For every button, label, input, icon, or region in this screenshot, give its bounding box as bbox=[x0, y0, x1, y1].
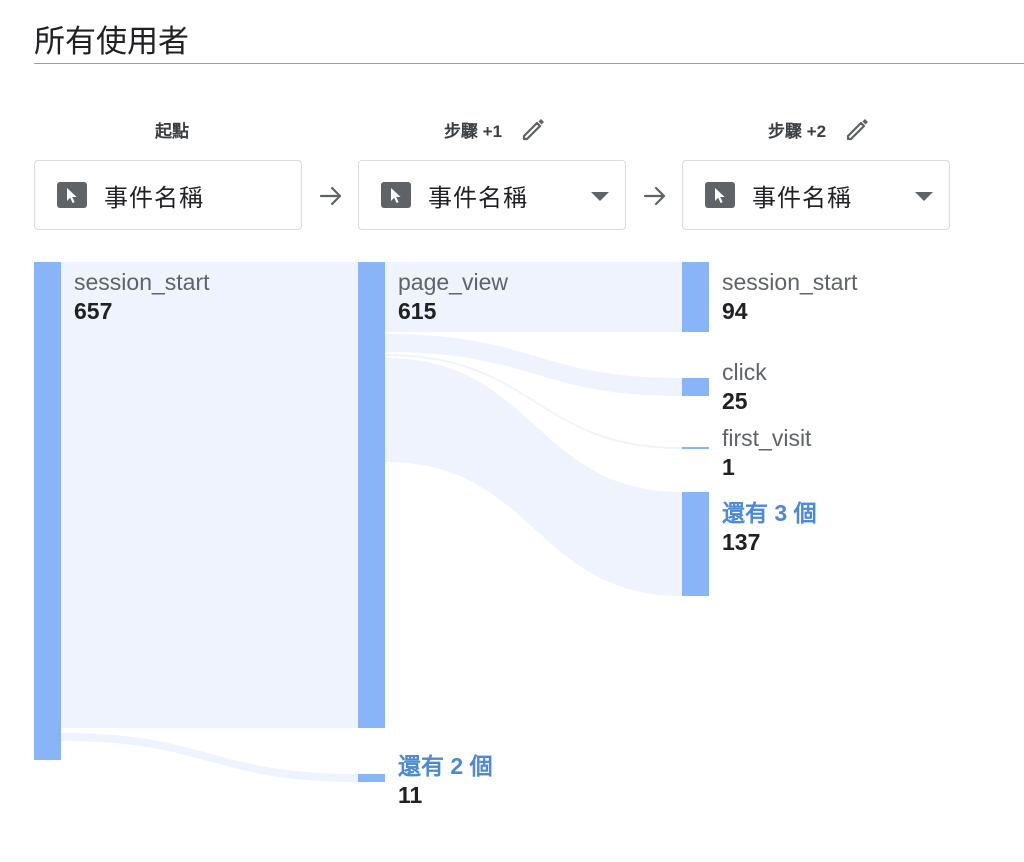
node-label-step2-more[interactable]: 還有 3 個 bbox=[722, 500, 817, 526]
title-divider bbox=[34, 63, 1024, 64]
flow-page-view-to-click[interactable] bbox=[385, 334, 682, 396]
node-label-start-session-start: session_start bbox=[74, 269, 210, 295]
page-title: 所有使用者 bbox=[34, 24, 189, 59]
node-label-step2-first-visit: first_visit bbox=[722, 425, 812, 451]
step-start-event-select[interactable]: 事件名稱 bbox=[34, 160, 302, 230]
arrow-right-icon bbox=[642, 184, 668, 208]
step-1-event-select[interactable]: 事件名稱 bbox=[358, 160, 626, 230]
arrow-right-icon bbox=[318, 184, 344, 208]
step-header-start: 起點 bbox=[34, 112, 310, 146]
flow-page-view-to-more[interactable] bbox=[385, 358, 682, 596]
pencil-icon[interactable] bbox=[520, 115, 548, 143]
pencil-icon[interactable] bbox=[844, 115, 872, 143]
flow-page-view-to-session-start[interactable] bbox=[385, 262, 682, 332]
node-value-step2-more: 137 bbox=[722, 529, 761, 555]
node-value-step1-more: 11 bbox=[398, 782, 423, 808]
node-bar-step2-first-visit[interactable] bbox=[682, 447, 709, 449]
node-value-step2-click: 25 bbox=[722, 388, 748, 414]
step-header-label: 步驟 +1 bbox=[443, 121, 503, 141]
cursor-pointer-icon bbox=[381, 182, 411, 208]
flow-page-view-to-first-visit[interactable] bbox=[385, 354, 682, 449]
caret-down-icon bbox=[915, 192, 933, 201]
node-bar-start-session-start[interactable] bbox=[34, 262, 61, 760]
flow-start-to-more[interactable] bbox=[61, 733, 358, 782]
node-label-step1-more[interactable]: 還有 2 個 bbox=[398, 753, 493, 779]
node-label-step2-session-start: session_start bbox=[722, 269, 858, 295]
node-value-step1-page-view: 615 bbox=[398, 298, 437, 324]
step-header-label: 步驟 +2 bbox=[767, 121, 827, 141]
node-bar-step1-page-view[interactable] bbox=[358, 262, 385, 728]
cursor-pointer-icon bbox=[57, 182, 87, 208]
dropdown-label: 事件名稱 bbox=[428, 184, 528, 212]
node-value-start-session-start: 657 bbox=[74, 298, 113, 324]
node-bar-step2-session-start[interactable] bbox=[682, 262, 709, 332]
step-header-2: 步驟 +2 bbox=[682, 112, 958, 146]
node-label-step1-page-view: page_view bbox=[398, 269, 508, 295]
cursor-pointer-icon bbox=[705, 182, 735, 208]
node-bar-step2-click[interactable] bbox=[682, 378, 709, 396]
flow-start-to-page-view[interactable] bbox=[61, 262, 358, 728]
step-header-1: 步驟 +1 bbox=[358, 112, 634, 146]
dropdown-label: 事件名稱 bbox=[104, 184, 204, 212]
caret-down-icon bbox=[591, 192, 609, 201]
node-bar-step2-more[interactable] bbox=[682, 492, 709, 596]
step-2-event-select[interactable]: 事件名稱 bbox=[682, 160, 950, 230]
step-header-label: 起點 bbox=[155, 121, 189, 141]
node-value-step2-first-visit: 1 bbox=[722, 454, 735, 480]
node-label-step2-click: click bbox=[722, 359, 767, 385]
node-bar-step1-more[interactable] bbox=[358, 774, 385, 782]
node-value-step2-session-start: 94 bbox=[722, 298, 748, 324]
dropdown-label: 事件名稱 bbox=[752, 184, 852, 212]
